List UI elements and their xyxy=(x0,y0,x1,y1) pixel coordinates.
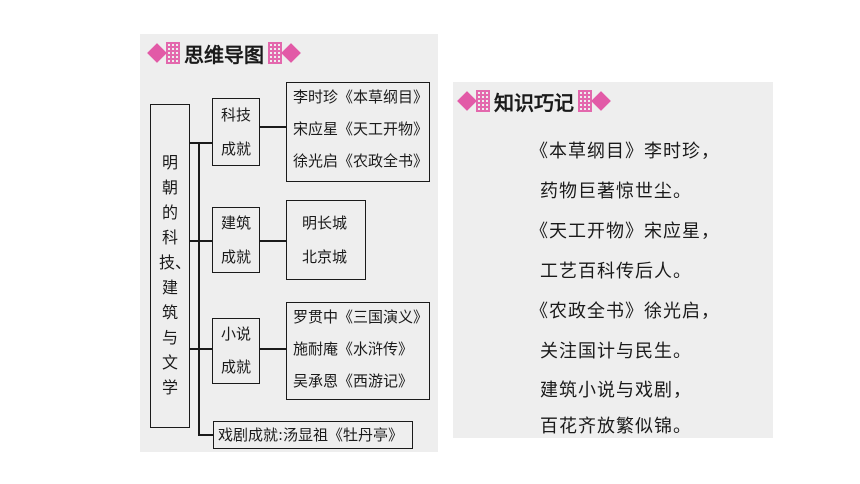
drama-box xyxy=(213,421,413,449)
hatch-pattern-icon xyxy=(476,90,490,112)
hatch-pattern-icon xyxy=(166,42,180,64)
branch-label: 建筑 xyxy=(221,214,252,232)
connector xyxy=(198,142,200,434)
connector xyxy=(260,126,286,128)
branch-item: 徐光启《农政全书》 xyxy=(293,152,429,170)
memory-tips-title: 知识巧记 xyxy=(494,90,574,115)
branch-label: 小说 xyxy=(221,325,252,343)
branch-item: 施耐庵《水浒传》 xyxy=(293,340,414,358)
branch-box-novels xyxy=(212,318,260,384)
connector xyxy=(260,240,286,242)
poem-line: 工艺百科传后人。 xyxy=(540,261,692,282)
root-box xyxy=(150,104,190,428)
poem-line: 《本草纲目》李时珍， xyxy=(530,141,720,162)
poem-line: 《农政全书》徐光启， xyxy=(530,301,720,322)
drama-text: 戏剧成就:汤显祖《牡丹亭》 xyxy=(218,426,404,444)
diamond-icon xyxy=(457,91,477,111)
branch-box-architecture xyxy=(212,207,260,273)
memory-tips-panel xyxy=(453,82,773,438)
poem-line: 《天工开物》宋应星， xyxy=(530,221,720,242)
items-box-novels xyxy=(286,302,430,400)
items-box-architecture xyxy=(286,200,366,280)
diamond-icon xyxy=(281,43,301,63)
branch-item: 吴承恩《西游记》 xyxy=(293,372,414,390)
branch-label: 成就 xyxy=(221,248,252,266)
connector xyxy=(198,434,213,436)
branch-label: 成就 xyxy=(221,140,252,158)
diamond-icon xyxy=(591,91,611,111)
memory-tips-banner: 知识巧记 xyxy=(457,86,611,116)
branch-item: 罗贯中《三国演义》 xyxy=(293,308,429,326)
hatch-pattern-icon xyxy=(268,42,282,64)
branch-label: 科技 xyxy=(221,106,252,124)
mind-map-banner: 思维导图 xyxy=(147,38,301,68)
branch-label: 成就 xyxy=(221,358,252,376)
connector xyxy=(190,348,212,350)
branch-item: 北京城 xyxy=(302,248,348,266)
branch-box-science xyxy=(212,98,260,166)
branch-item: 宋应星《天工开物》 xyxy=(293,120,429,138)
branch-item: 李时珍《本草纲目》 xyxy=(293,88,429,106)
hatch-pattern-icon xyxy=(578,90,592,112)
poem-line: 百花齐放繁似锦。 xyxy=(540,416,692,437)
diamond-icon xyxy=(147,43,167,63)
poem-line: 关注国计与民生。 xyxy=(540,341,692,362)
poem-line: 药物巨著惊世尘。 xyxy=(540,181,692,202)
branch-item: 明长城 xyxy=(302,214,348,232)
connector xyxy=(260,348,286,350)
items-box-science xyxy=(286,82,430,182)
root-title: 明朝的科技、建筑与文学 xyxy=(159,153,192,397)
poem-line: 建筑小说与戏剧， xyxy=(540,380,692,401)
mind-map-title: 思维导图 xyxy=(184,42,264,67)
connector xyxy=(190,240,212,242)
connector xyxy=(190,142,212,144)
